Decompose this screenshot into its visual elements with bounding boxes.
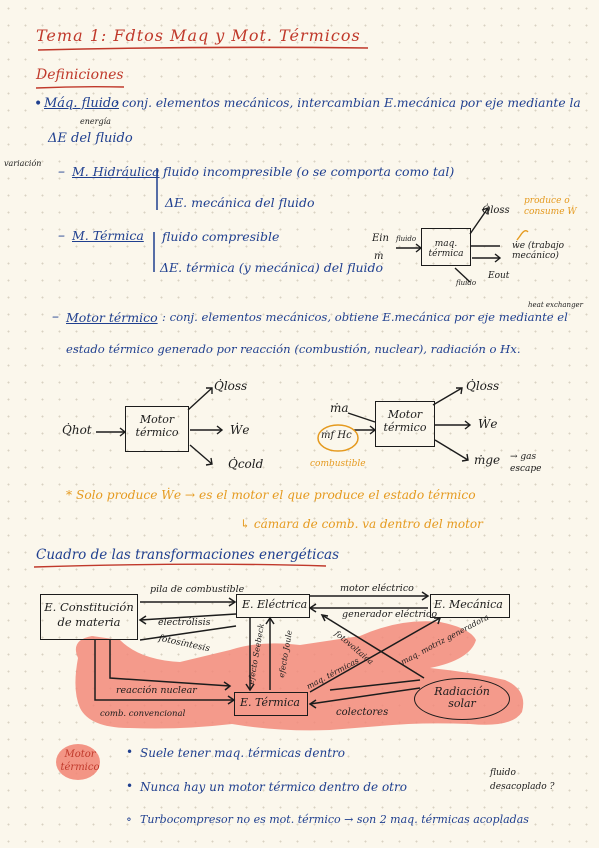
- motor-left-label: Motor térmico: [135, 413, 179, 439]
- m-termica-line-1: fluido compresible: [162, 229, 280, 244]
- page-title: Tema 1: Fdtos Maq y Mot. Térmicos: [36, 26, 361, 45]
- fluido-desacoplado-note: fluido desacoplado ?: [490, 768, 555, 793]
- bullet-dot: •: [34, 96, 43, 112]
- motor-termico-def-1: : conj. elementos mecánicos, obtiene E.m…: [162, 310, 568, 324]
- maq-ein: Ein: [372, 233, 389, 244]
- maq-we: ẇe (trabajo mecánico): [512, 241, 565, 261]
- motor-right-combustible: combustible: [310, 459, 366, 469]
- motor-left-we: Ẇe: [230, 423, 250, 437]
- bullet-dot-2: •: [126, 779, 134, 793]
- highlight-blob: [75, 621, 524, 731]
- box-e-constitucion: [40, 594, 138, 640]
- note-variacion: variación: [4, 159, 42, 168]
- motor-termico-label: Motor térmico: [60, 749, 100, 773]
- label-pila: pila de combustible: [150, 584, 245, 595]
- motor-left-qhot: Q̇hot: [62, 423, 92, 437]
- motor-right-we: Ẇe: [478, 417, 498, 431]
- motor-right-mge: ṁge: [474, 453, 501, 467]
- orange-note-2: ↳ cámara de comb. va dentro del motor: [240, 517, 483, 531]
- box-e-electrica: [236, 594, 310, 618]
- label-radiacion-solar: Radiación solar: [434, 685, 490, 711]
- motor-right-mfhc: ṁf Hc: [321, 430, 352, 441]
- label-motor-electrico: motor eléctrico: [340, 583, 414, 594]
- motor-left-qloss: Q̇loss: [214, 379, 248, 393]
- bullet-3: Turbocompresor no es mot. térmico → son …: [140, 813, 529, 826]
- label-colectores: colectores: [336, 707, 389, 718]
- maq-fluido-in: fluido: [396, 235, 417, 243]
- motor-termico-term: Motor térmico: [66, 310, 158, 325]
- maq-termica-label: maq. térmica: [428, 239, 464, 259]
- dash-motor: –: [52, 309, 59, 325]
- orange-note-1: * Solo produce Ẇe → es el motor el que p…: [66, 488, 476, 502]
- bullet-2: Nunca hay un motor térmico dentro de otr…: [140, 780, 407, 794]
- maq-fluido-out: fluido: [456, 279, 477, 287]
- maq-termica-box: [421, 228, 471, 266]
- box-e-termica: [234, 692, 308, 716]
- label-e-mecanica: E. Mecánica: [434, 598, 503, 611]
- bullet-dot-1: •: [126, 745, 134, 759]
- motor-right-gases: → gas escape: [510, 452, 542, 474]
- maq-fluido-term: Máq. fluido: [44, 96, 119, 111]
- box-radiacion-solar: [414, 678, 510, 720]
- motor-right-qloss: Q̇loss: [466, 379, 500, 393]
- highlight-motor-termico: [56, 744, 100, 780]
- maq-fluido-def-2: ΔE del fluido: [48, 131, 133, 146]
- label-generador-electrico: generador eléctrico: [342, 609, 438, 620]
- m-hidraulica-line-2: ΔE. mecánica del fluido: [165, 195, 315, 210]
- label-e-termica: E. Térmica: [240, 696, 300, 709]
- heat-exchanger-note: heat exchanger: [528, 301, 584, 309]
- m-termica-line-2: ΔE. térmica (y mecánica) del fluido: [160, 260, 384, 275]
- m-hidraulica-term: M. Hidráulica: [72, 164, 160, 179]
- motor-right-box: [375, 401, 435, 447]
- definiciones-heading: Definiciones: [36, 67, 124, 83]
- maq-qloss: Q̇loss: [482, 205, 510, 216]
- m-hidraulica-line-1: fluido incompresible (o se comporta como…: [163, 164, 455, 179]
- label-electrolisis: electrólisis: [158, 617, 211, 628]
- dash-termica: –: [58, 228, 65, 244]
- motor-left-box: [125, 406, 189, 452]
- motor-left-qcold: Q̇cold: [228, 457, 264, 471]
- dash-hidraulica: –: [58, 164, 65, 180]
- label-e-constitucion: E. Constitución de materia: [44, 600, 134, 629]
- motor-right-label: Motor térmico: [383, 408, 427, 434]
- bullet-1: Suele tener maq. térmicas dentro: [140, 746, 345, 760]
- cuadro-heading: Cuadro de las transformaciones energétic…: [36, 547, 340, 563]
- motor-right-ma: ṁa: [330, 401, 349, 415]
- maq-note-produce: produce o consume Ẇ: [524, 196, 577, 217]
- motor-termico-def-2: estado térmico generado por reacción (co…: [66, 342, 521, 356]
- label-comb-convencional: comb. convencional: [100, 709, 186, 719]
- box-e-mecanica: [430, 594, 510, 618]
- maq-eout: Eout: [488, 271, 510, 281]
- m-termica-term: M. Térmica: [72, 228, 144, 243]
- note-energia: energía: [80, 117, 111, 126]
- label-e-electrica: E. Eléctrica: [242, 598, 308, 611]
- bullet-dot-3: ∘: [126, 812, 132, 826]
- maq-fluido-def-1: : conj. elementos mecánicos, intercambia…: [114, 96, 581, 110]
- maq-m-in: ṁ: [374, 251, 384, 262]
- label-reaccion-nuclear: reacción nuclear: [116, 685, 197, 696]
